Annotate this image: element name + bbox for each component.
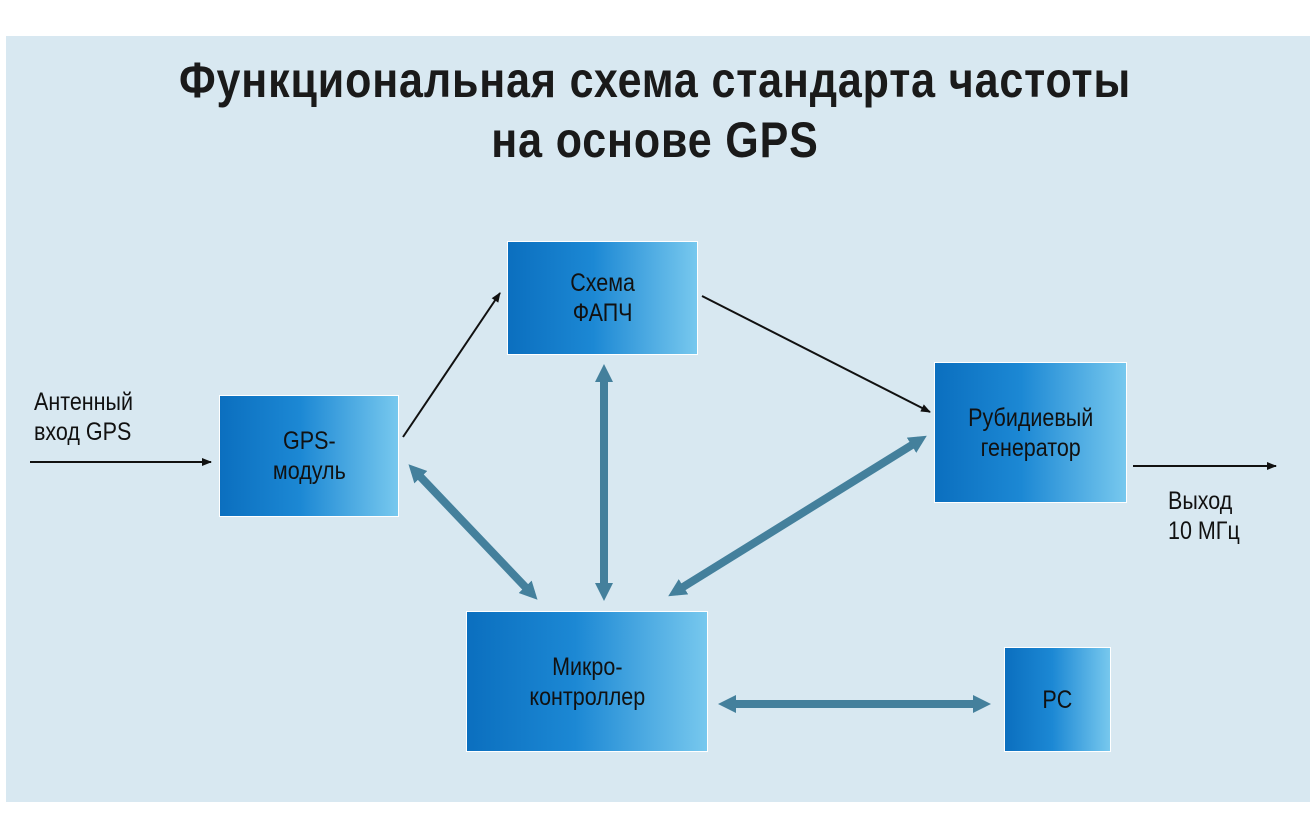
pll-block-label: Схема ФАПЧ xyxy=(570,269,635,327)
rubidium-generator-block: Рубидиевый генератор xyxy=(934,362,1127,503)
microcontroller-block-label: Микро- контроллер xyxy=(529,652,645,711)
pc-block-label: PC xyxy=(1042,685,1073,714)
bidirectional-arrow-gps-module-microcontroller xyxy=(408,464,538,600)
output-label: Выход 10 МГц xyxy=(1168,487,1240,545)
bidirectional-arrow-rubidium-microcontroller xyxy=(668,435,927,597)
arrow-gps-module-to-pll xyxy=(402,292,501,438)
microcontroller-block: Микро- контроллер xyxy=(466,611,708,752)
gps-module-block: GPS- модуль xyxy=(219,395,399,517)
rubidium-generator-block-label: Рубидиевый генератор xyxy=(967,403,1094,462)
arrow-pll-to-rubidium xyxy=(701,295,931,413)
diagram-title-line-1: Функциональная схема стандарта частоты xyxy=(178,52,1132,108)
gps-module-block-label: GPS- модуль xyxy=(272,427,346,485)
diagram-title-line-2: на основе GPS xyxy=(491,112,819,168)
pll-block: Схема ФАПЧ xyxy=(507,241,698,355)
antenna-input-label: Антенный вход GPS xyxy=(34,388,133,446)
pc-block: PC xyxy=(1004,647,1111,752)
diagram-title: Функциональная схема стандарта частоты н… xyxy=(92,50,1219,170)
